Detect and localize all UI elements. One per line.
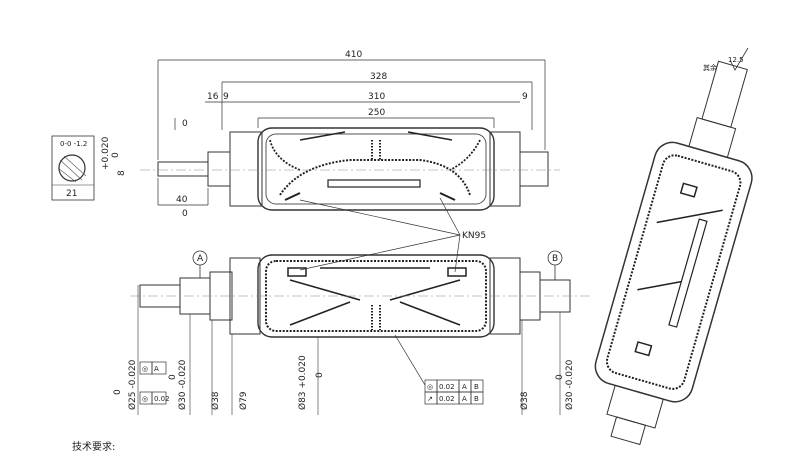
dim-d38-left: Ø38 [210,391,221,410]
dim-d30-right: Ø30 -0.020 [564,359,575,410]
kn95-leaders [299,197,461,273]
tech-requirements: 技术要求: [72,442,116,453]
dim-roller-length: 310 [368,92,385,102]
dim-shaft: 8 [117,170,127,176]
section-width: 21 [66,189,77,199]
gdt-center [394,334,484,405]
dim-left-gap: 9 [223,92,229,102]
front-dimension-labels: 410 328 310 250 16 9 9 40 0 0 +0.020 0 8 [101,50,528,219]
dim-zero-mark-2: 0 [182,209,188,219]
gdt-center-1-datum: A [462,383,467,391]
gdt-center-2-symbol: ↗ [427,395,433,403]
gdt-left-1-datum: A [154,365,159,373]
roughness-label: 其余 [703,63,717,72]
gdt-left-2-symbol: ◎ [142,395,148,403]
dim-left-step: 16 [207,92,219,102]
gdt-center-1-datum2: B [474,383,479,391]
dim-d83: Ø83 +0.020 [297,355,308,410]
dim-d25: Ø25 -0.020 [127,359,138,410]
gdt-center-2-datum2: B [474,395,479,403]
bottom-ext-lines [137,285,561,415]
roughness-symbol: 其余 12.5 [703,47,749,72]
dim-tol-plus: +0.020 [101,136,111,170]
dim-d30-left-sub: 0 [168,374,178,380]
roughness-value: 12.5 [728,56,744,64]
datum-a-label: A [197,254,204,264]
gdt-center-2-datum: A [462,395,467,403]
dim-d30-left: Ø30 -0.020 [177,359,188,410]
bottom-dim-labels: 0 Ø25 -0.020 Ø30 -0.020 0 Ø38 Ø79 Ø83 +0… [113,355,575,410]
kn95-callout: KN95 [462,231,486,241]
gdt-left-1-symbol: ◎ [142,365,148,373]
dim-d38-right: Ø38 [519,391,530,410]
isometric-view [594,60,753,446]
bottom-view [130,254,590,338]
dim-d30-right-sub: 0 [555,374,565,380]
dim-d79: Ø79 [238,391,249,410]
dim-zero-mark: 0 [182,119,188,129]
gdt-center-2-value: 0.02 [439,395,455,403]
dim-shaft-length: 40 [176,195,188,205]
dim-pattern-length: 250 [368,108,385,118]
section-tol-label: 0-0 -1.2 [60,140,87,148]
dim-zero: 0 [113,389,123,395]
datum-b: B [547,250,563,280]
dim-right-gap: 9 [522,92,528,102]
dim-tol-zero: 0 [111,152,121,158]
dim-d83-sub: 0 [315,372,325,378]
front-view [140,127,560,211]
gdt-left-2-value: 0.02 [154,395,170,403]
gdt-left [139,361,167,405]
datum-a: A [192,250,208,278]
front-dimensions [157,59,546,206]
gdt-center-1-symbol: ◎ [427,383,433,391]
section-view [51,135,95,201]
gdt-center-1-value: 0.02 [439,383,455,391]
dim-body-length: 328 [370,72,387,82]
dim-overall-length: 410 [345,50,362,60]
datum-b-label: B [552,254,558,264]
